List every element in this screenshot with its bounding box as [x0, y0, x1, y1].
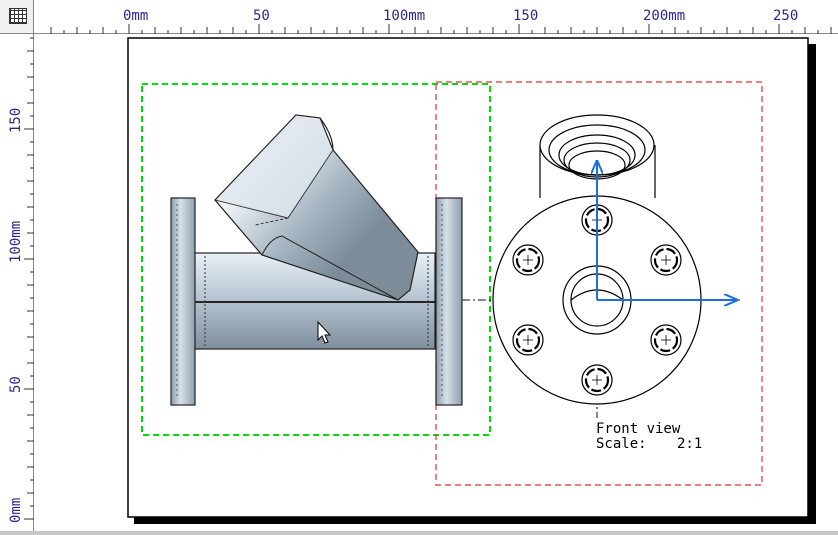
- horizontal-ruler-svg: 0mm50100mm150200mm250300mm: [50, 8, 832, 34]
- h-ruler-label: 0mm: [123, 8, 148, 24]
- h-ruler-label: 50: [253, 8, 270, 24]
- view-title: Front view: [596, 421, 681, 437]
- branch-intersection-curve: [261, 235, 399, 301]
- view-scale-label: Scale:: [596, 436, 647, 452]
- h-ruler-label: 250: [773, 8, 798, 24]
- drawing-sheet[interactable]: Front view Scale: 2:1: [34, 34, 838, 531]
- mouse-pointer-icon: [317, 320, 332, 344]
- h-ruler-label: 150: [513, 8, 538, 24]
- ruler-corner-button[interactable]: [0, 0, 34, 34]
- v-ruler-label: 0mm: [8, 498, 24, 523]
- bolt-hole: [581, 364, 613, 396]
- left-flange: [170, 197, 196, 406]
- front-view-frame[interactable]: [435, 81, 763, 486]
- bolt-hole: [512, 324, 544, 356]
- branch-top-rim: [319, 117, 334, 151]
- v-ruler-label: 50: [8, 376, 24, 393]
- branch-collar: [214, 114, 334, 219]
- y-strainer-3d-part[interactable]: [170, 114, 463, 406]
- vertical-ruler[interactable]: 200mm150100mm500mm: [0, 0, 34, 531]
- iso-view-selection-frame[interactable]: [141, 83, 491, 436]
- horizontal-ruler[interactable]: 0mm50100mm150200mm250300mm: [34, 0, 838, 34]
- view-scale-value: 2:1: [677, 436, 702, 452]
- v-ruler-label: 100mm: [8, 221, 24, 263]
- v-ruler-label: 150: [8, 108, 24, 133]
- right-flange: [435, 197, 463, 406]
- bolt-hole: [512, 244, 544, 276]
- h-ruler-label: 200mm: [643, 8, 685, 24]
- branch-hidden-edge: [254, 217, 289, 226]
- bolt-holes: [512, 204, 682, 396]
- bolt-hole: [650, 324, 682, 356]
- drawing-canvas[interactable]: Front view Scale: 2:1: [34, 34, 838, 531]
- grid-icon: [9, 8, 27, 24]
- branch-port-sides: [539, 145, 656, 198]
- h-ruler-label: 100mm: [383, 8, 425, 24]
- vertical-ruler-svg: 200mm150100mm500mm: [8, 0, 34, 523]
- bolt-hole: [650, 244, 682, 276]
